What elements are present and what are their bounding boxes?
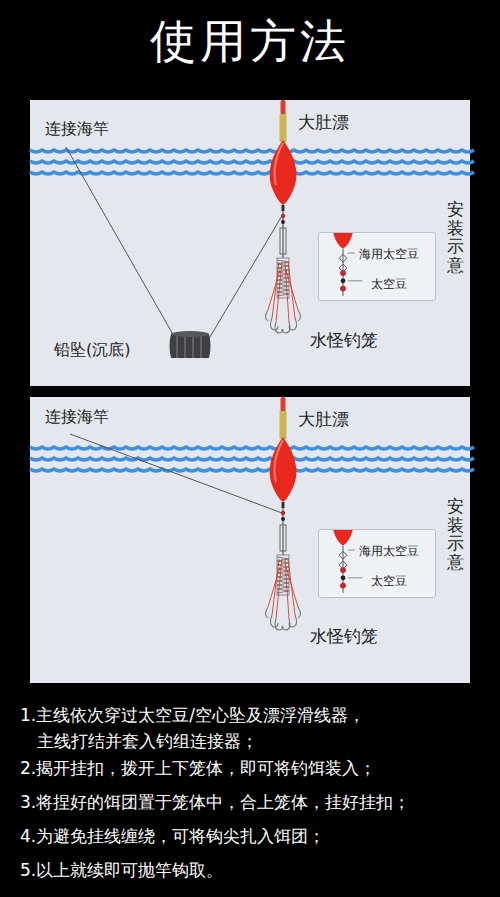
step-text: 1.主线依次穿过太空豆/空心坠及漂浮滑线器， 主线打结并套入钓组连接器； <box>20 702 387 754</box>
shape-use <box>270 397 297 508</box>
step-text: 2.揭开挂扣，拨开上下笼体，即可将钓饵装入； <box>20 758 376 778</box>
part-label: 连接海竿 <box>45 407 109 426</box>
part-label: 水怪钓笼 <box>310 626 378 646</box>
shape-path <box>339 551 347 568</box>
rod-line <box>70 434 282 513</box>
shape-path <box>339 254 347 271</box>
shape-circle <box>341 575 346 580</box>
title: 使用方法 <box>0 14 500 69</box>
part-label: 水怪钓笼 <box>310 330 378 350</box>
part-label: 太空豆 <box>359 574 425 588</box>
shape-line <box>348 550 355 551</box>
part-label: 大肚漂 <box>298 112 349 132</box>
shape-ellipse <box>171 331 209 337</box>
sinker <box>170 331 211 358</box>
shape-path <box>170 334 211 358</box>
rod-line <box>207 214 283 342</box>
shape-use <box>270 100 297 211</box>
part-label: 海用太空豆 <box>359 247 425 261</box>
inset-box: 海用太空豆太空豆 <box>318 232 436 301</box>
waves <box>30 150 474 471</box>
shape-path <box>30 172 474 174</box>
step-text: 5.以上就续即可抛竿钩取。 <box>20 860 223 880</box>
shape-circle <box>340 270 346 276</box>
shape-use <box>266 211 301 333</box>
shape-circle <box>340 567 346 573</box>
inset-box: 海用太空豆太空豆 <box>318 529 436 598</box>
shape-path <box>30 150 474 152</box>
shape-line <box>348 253 355 254</box>
rod-line <box>66 147 175 338</box>
part-label: 太空豆 <box>359 277 425 291</box>
shape-line <box>348 577 363 578</box>
shape-path <box>177 334 201 358</box>
shape-path <box>30 469 474 471</box>
shape-path <box>30 447 474 449</box>
shape-circle <box>340 583 346 589</box>
shape-path <box>30 458 474 460</box>
shape-line <box>348 280 363 281</box>
vertical-label: 安装示意 <box>447 497 464 572</box>
shape-path <box>333 530 352 546</box>
shape-circle <box>340 286 346 292</box>
shape-use <box>266 508 301 630</box>
step-text: 3.将捏好的饵团置于笼体中，合上笼体，挂好挂扣； <box>20 792 410 812</box>
shape-circle <box>341 278 346 283</box>
part-label: 海用太空豆 <box>359 544 425 558</box>
step-text: 4.为避免挂线缠绕，可将钩尖扎入饵团； <box>20 826 325 846</box>
shape-path <box>333 233 352 249</box>
shape-path <box>30 161 474 163</box>
panel <box>30 100 470 386</box>
part-label: 连接海竿 <box>45 119 109 138</box>
part-label: 铅坠(沉底) <box>54 340 130 359</box>
part-label: 大肚漂 <box>298 409 349 429</box>
vertical-label: 安装示意 <box>447 200 464 275</box>
panel <box>30 397 470 683</box>
